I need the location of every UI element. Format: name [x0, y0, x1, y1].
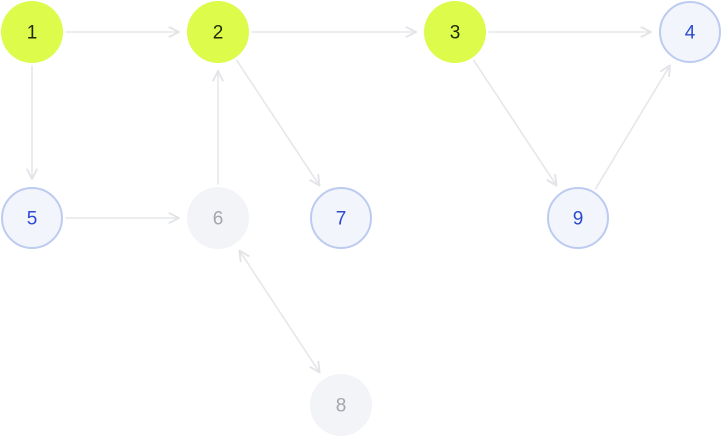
node-7[interactable]: 7: [310, 187, 372, 249]
node-4[interactable]: 4: [659, 1, 721, 63]
node-label: 5: [27, 209, 38, 230]
node-label: 4: [685, 23, 696, 44]
node-circle: [659, 1, 721, 63]
edge-3-9: [472, 59, 558, 187]
node-label: 8: [336, 396, 347, 417]
node-label: 1: [27, 23, 38, 44]
node-circle: [424, 1, 486, 63]
edge-9-4: [594, 64, 671, 190]
node-label: 2: [213, 23, 224, 44]
node-circle: [1, 187, 63, 249]
node-label: 9: [573, 209, 584, 230]
edge-6-8: [238, 249, 321, 374]
node-circle: [1, 1, 63, 63]
node-9[interactable]: 9: [547, 187, 609, 249]
node-3[interactable]: 3: [424, 1, 486, 63]
node-circle: [310, 374, 372, 436]
edge-2-7: [236, 59, 321, 187]
node-label: 7: [336, 209, 347, 230]
node-circle: [187, 187, 249, 249]
node-circle: [547, 187, 609, 249]
node-circle: [310, 187, 372, 249]
node-6[interactable]: 6: [187, 187, 249, 249]
node-circle: [187, 1, 249, 63]
node-1[interactable]: 1: [1, 1, 63, 63]
node-5[interactable]: 5: [1, 187, 63, 249]
node-label: 3: [450, 23, 461, 44]
edges-layer: [26, 26, 671, 374]
node-2[interactable]: 2: [187, 1, 249, 63]
node-8[interactable]: 8: [310, 374, 372, 436]
node-label: 6: [213, 209, 224, 230]
